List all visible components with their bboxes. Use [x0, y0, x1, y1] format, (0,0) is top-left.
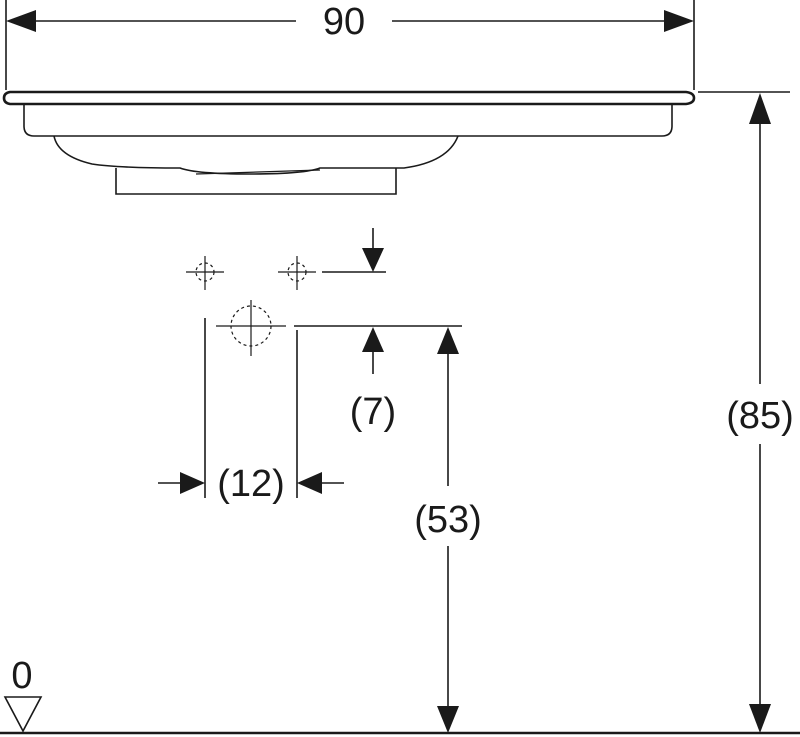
arrowhead-top	[749, 93, 771, 124]
width-label: 90	[323, 1, 365, 43]
drain-height-label: (53)	[414, 499, 482, 541]
overall-height-label: (85)	[726, 395, 794, 437]
arrowhead-up	[362, 327, 384, 352]
basin-upper-body	[23, 104, 673, 137]
offset-label: (7)	[350, 391, 396, 433]
basin-bowl	[53, 135, 459, 175]
arrowhead-down	[362, 248, 384, 272]
arrowhead-left-pointing	[297, 472, 322, 494]
width-dimension: 90	[5, 0, 695, 90]
arrowhead-bottom	[437, 706, 459, 733]
basin-rim	[2, 90, 696, 106]
tap-hole-left	[186, 256, 224, 290]
floor-level-label: 0	[11, 655, 32, 697]
arrowhead-right-pointing	[180, 472, 205, 494]
spacing-label: (12)	[217, 463, 285, 505]
spacing-dimension: (12)	[158, 318, 344, 505]
basin-drain-line	[195, 169, 321, 175]
arrowhead-top	[437, 327, 459, 354]
floor-level: 0	[0, 655, 800, 735]
drain-height-dimension: (53)	[414, 327, 482, 733]
basin-base	[115, 168, 397, 195]
washbasin-side-view	[2, 90, 696, 195]
level-marker-triangle	[3, 696, 43, 733]
drain-symbol	[216, 300, 462, 356]
arrowhead-left	[6, 10, 36, 32]
arrowhead-bottom	[749, 704, 771, 733]
overall-height-dimension: (85)	[698, 91, 794, 733]
offset-dimension: (7)	[350, 228, 396, 433]
tap-hole-right	[278, 256, 386, 290]
arrowhead-right	[664, 10, 694, 32]
